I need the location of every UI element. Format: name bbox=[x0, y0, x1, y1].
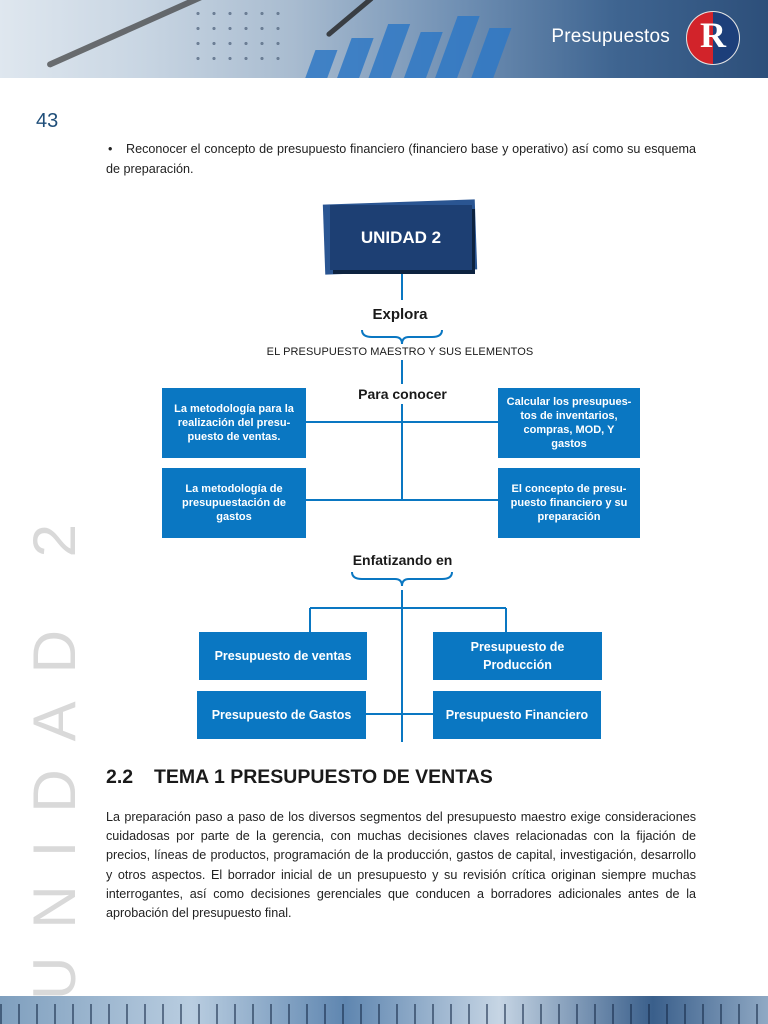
institution-logo: R bbox=[686, 11, 740, 65]
explora-label: Explora bbox=[340, 306, 460, 323]
diagram-connectors bbox=[0, 0, 768, 760]
enfatizando-box-produccion: Presupuesto de Producción bbox=[433, 632, 602, 680]
conocer-box-inventarios: Calcular los presupues-tos de inventario… bbox=[498, 388, 640, 458]
para-conocer-label: Para conocer bbox=[330, 386, 475, 402]
intro-bullet-item: •Reconocer el concepto de presupuesto fi… bbox=[106, 139, 696, 179]
pen-decoration bbox=[46, 0, 204, 68]
conocer-box-gastos: La metodología de presupuestación de gas… bbox=[162, 468, 306, 538]
conocer-box-financiero: El concepto de presu-puesto financiero y… bbox=[498, 468, 640, 538]
enfatizando-box-financiero: Presupuesto Financiero bbox=[433, 691, 601, 739]
bar-graphic-decoration bbox=[300, 10, 560, 78]
enfatizando-label: Enfatizando en bbox=[330, 552, 475, 568]
footer-banner bbox=[0, 996, 768, 1024]
unit-title-box: UNIDAD 2 bbox=[330, 205, 472, 270]
dots-decoration bbox=[190, 6, 280, 72]
header-title: Presupuestos bbox=[551, 26, 670, 48]
keyboard-decoration bbox=[0, 1004, 768, 1024]
diagram-subtitle: EL PRESUPUESTO MAESTRO Y SUS ELEMENTOS bbox=[200, 346, 600, 358]
page-number: 43 bbox=[36, 110, 58, 133]
header-banner: Presupuestos R bbox=[0, 0, 768, 78]
enfatizando-box-gastos: Presupuesto de Gastos bbox=[197, 691, 366, 739]
section-title-text: TEMA 1 PRESUPUESTO DE VENTAS bbox=[154, 766, 493, 788]
intro-text: Reconocer el concepto de presupuesto fin… bbox=[106, 142, 696, 176]
logo-letter: R bbox=[687, 14, 739, 56]
bullet-icon: • bbox=[106, 139, 126, 159]
conocer-box-ventas: La metodología para la realización del p… bbox=[162, 388, 306, 458]
side-unit-label-text: UNIDAD 2 bbox=[20, 570, 90, 1000]
section-body-text: La preparación paso a paso de los divers… bbox=[106, 808, 696, 923]
section-number: 2.2 bbox=[106, 766, 154, 789]
enfatizando-box-ventas: Presupuesto de ventas bbox=[199, 632, 367, 680]
